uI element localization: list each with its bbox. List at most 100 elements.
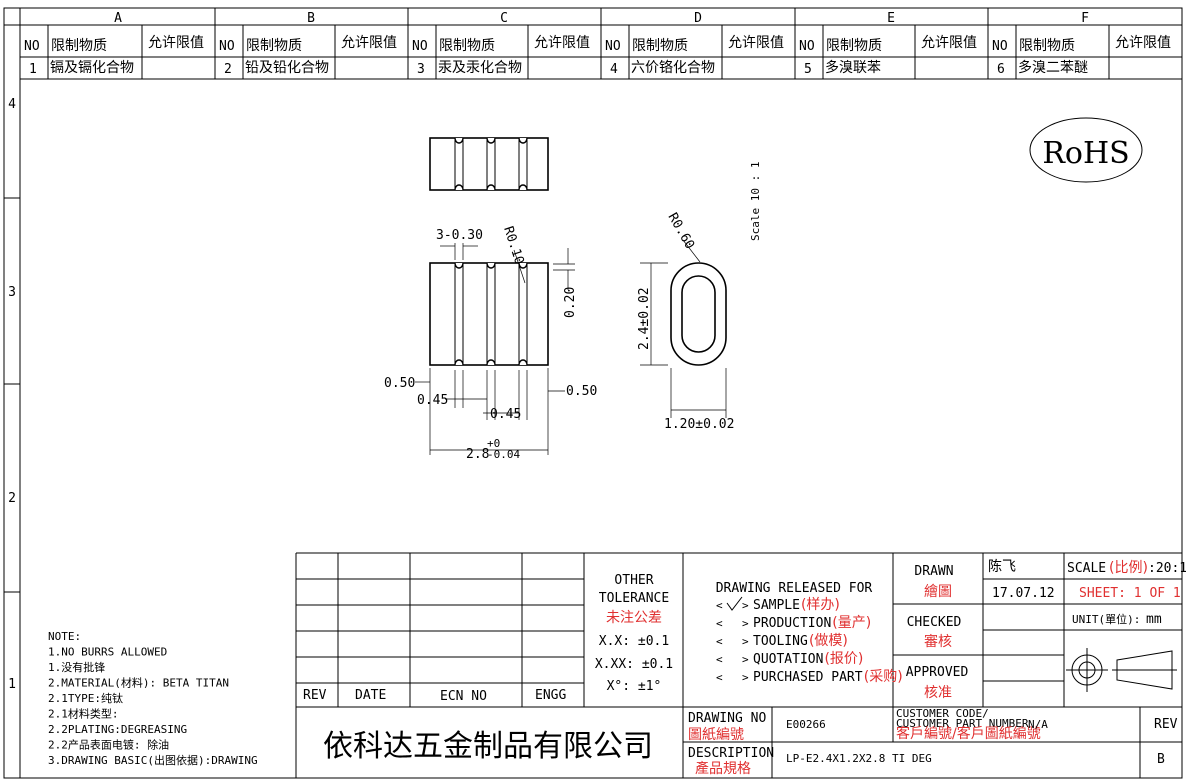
top-view <box>429 137 549 191</box>
zone-col-a: A <box>114 11 122 26</box>
zone-row-2: 2 <box>8 491 16 506</box>
release-bullet: < <box>716 617 723 630</box>
dim-rib-2: 0.45 <box>490 407 521 422</box>
table-item-no: 3 <box>417 62 425 77</box>
table-header-limit: 允许限值 <box>148 35 204 51</box>
scale-cn: (比例) <box>1109 560 1148 576</box>
table-item-substance: 铅及铅化合物 <box>245 60 329 76</box>
rev-header: REV <box>303 688 327 703</box>
release-option-label: PRODUCTION <box>753 616 831 631</box>
unit-value: mm <box>1146 612 1162 627</box>
dim-overall-tol-up: +0 <box>487 437 500 450</box>
tol-xx: X.X: ±0.1 <box>599 634 669 649</box>
side-view: 2.4±0.02 1.20±0.02 R0.60 <box>637 211 734 433</box>
release-option-label: QUOTATION <box>753 652 823 667</box>
scale-value: :20:1 <box>1148 561 1186 576</box>
rev-label: REV <box>1154 717 1178 732</box>
release-arrow: > <box>742 653 749 666</box>
zone-col-c: C <box>500 11 508 26</box>
cust-value: N/A <box>1028 718 1048 731</box>
release-option-label: PURCHASED PART <box>753 670 863 685</box>
release-option-label: SAMPLE <box>753 598 800 613</box>
note-line: 1.没有批锋 <box>48 660 105 674</box>
release-option-label: TOOLING <box>753 634 808 649</box>
description-cn: 產品規格 <box>695 760 751 777</box>
zone-row-3: 3 <box>8 285 16 300</box>
note-line: 2.1TYPE:纯钛 <box>48 691 123 705</box>
release-bullet: < <box>716 653 723 666</box>
zone-col-b: B <box>307 11 315 26</box>
note-line: 2.2PLATING:DEGREASING <box>48 723 187 736</box>
table-item-substance: 多溴联苯 <box>825 59 881 76</box>
title-block: REV DATE ECN NO ENGG OTHER TOLERANCE 未注公… <box>295 552 1186 778</box>
release-bullet: < <box>716 635 723 648</box>
drawn-date: 17.07.12 <box>992 586 1055 601</box>
table-header-substance: 限制物质 <box>51 38 107 54</box>
rohs-mark <box>1029 117 1143 183</box>
drawing-no-en: DRAWING NO <box>688 711 766 726</box>
note-line: 3.DRAWING BASIC(出图依据):DRAWING <box>48 753 258 767</box>
release-arrow: > <box>742 599 749 612</box>
release-option-cn: (样办) <box>801 597 840 613</box>
release-bullet: < <box>716 599 723 612</box>
release-bullet: < <box>716 671 723 684</box>
table-header-no: NO <box>219 39 235 54</box>
note-line: 1.NO BURRS ALLOWED <box>48 646 167 659</box>
ecn-header: ECN NO <box>440 689 487 704</box>
table-header-substance: 限制物质 <box>246 38 302 54</box>
table-header-limit: 允许限值 <box>1115 35 1171 51</box>
table-header-no: NO <box>412 39 428 54</box>
scale-en: SCALE <box>1067 561 1106 576</box>
dim-width: 1.20±0.02 <box>664 417 734 432</box>
checked-cn: 審核 <box>924 634 952 650</box>
sheet-value: SHEET: 1 OF 1 <box>1079 586 1181 601</box>
table-item-substance: 镉及镉化合物 <box>50 60 134 76</box>
checked-en: CHECKED <box>907 615 962 630</box>
rohs-label: RoHS <box>1042 136 1129 171</box>
table-header-no: NO <box>605 39 621 54</box>
release-option-cn: (量产) <box>832 615 871 631</box>
dim-depth: 0.20 <box>563 287 578 318</box>
dim-height: 2.4±0.02 <box>637 287 652 350</box>
drawing-no-value: E00266 <box>786 718 826 731</box>
company-name: 依科达五金制品有限公司 <box>323 729 653 764</box>
note-line: 2.MATERIAL(材料): BETA TITAN <box>48 676 229 690</box>
zone-col-e: E <box>887 11 895 26</box>
restriction-table: NO 限制物质 允许限值 1 镉及镉化合物 NO 限制物质 允许限值 2 铅及铅化合物 NO 限制物质… <box>20 25 1182 80</box>
release-option-cn: (报价) <box>824 651 863 667</box>
release-option-cn: (采购) <box>864 669 903 685</box>
table-header-no: NO <box>799 39 815 54</box>
dim-overall-tol-low: -0.04 <box>487 448 520 461</box>
table-item-no: 2 <box>224 62 232 77</box>
table-item-no: 6 <box>997 62 1005 77</box>
tol-cn: 未注公差 <box>606 610 662 626</box>
release-arrow: > <box>742 617 749 630</box>
approved-en: APPROVED <box>906 665 969 680</box>
table-header-limit: 允许限值 <box>728 35 784 51</box>
drawn-by: 陈飞 <box>988 558 1016 575</box>
drawn-cn: 繪圖 <box>924 583 952 600</box>
dim-rib-1: 0.45 <box>417 393 448 408</box>
tol-title: TOLERANCE <box>599 591 669 606</box>
scale-note: Scale 10 : 1 <box>749 162 762 241</box>
tol-other: OTHER <box>614 573 653 588</box>
engg-header: ENGG <box>535 688 566 703</box>
table-header-substance: 限制物质 <box>632 38 688 54</box>
date-header: DATE <box>355 688 386 703</box>
table-header-no: NO <box>24 39 40 54</box>
dim-overall: 2.8 <box>466 447 489 462</box>
drawing-no-cn: 圖紙編號 <box>688 727 744 743</box>
description-en: DESCRIPTION <box>688 746 774 761</box>
dim-left-end: 0.50 <box>384 376 415 391</box>
zone-row-4: 4 <box>8 97 16 112</box>
dim-right-end: 0.50 <box>566 384 597 399</box>
note-line: 2.2产品表面电镀: 除油 <box>48 738 169 752</box>
description-value: LP-E2.4X1.2X2.8 TI DEG <box>786 752 932 765</box>
unit-label: UNIT(單位): <box>1072 612 1140 626</box>
table-item-no: 4 <box>610 62 618 77</box>
table-header-limit: 允许限值 <box>534 35 590 51</box>
zone-col-f: F <box>1081 11 1089 26</box>
table-item-no: 1 <box>29 62 37 77</box>
table-header-substance: 限制物质 <box>439 38 495 54</box>
rev-value: B <box>1157 752 1165 767</box>
